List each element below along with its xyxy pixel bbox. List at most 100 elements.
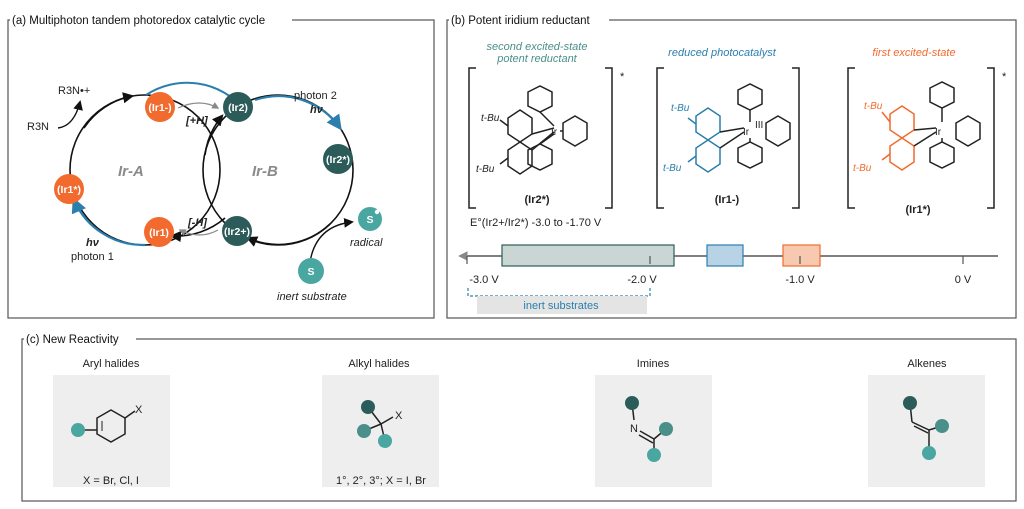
substituent-teal xyxy=(922,446,936,460)
amine-label: R3N xyxy=(27,121,49,133)
complex-ir1-minus-oxidation: III xyxy=(755,120,763,131)
tick-label: -1.0 V xyxy=(785,274,815,286)
complex-ir1-star-star: * xyxy=(1002,71,1007,83)
node-ir1-star: (Ir1*) xyxy=(54,174,84,204)
amine-radical-label: R3N•+ xyxy=(58,85,90,97)
bracket-right xyxy=(792,67,800,209)
reactivity-atom: X xyxy=(395,410,403,422)
bracket-right xyxy=(605,67,613,209)
cycle-b-left-arrow xyxy=(204,114,224,156)
substituent-dark xyxy=(903,396,917,410)
photon1-label: photon 1 xyxy=(71,251,114,263)
complex-ir1-minus-label: (Ir1-) xyxy=(715,194,740,206)
complex-ir2-star-tbu-top: t-Bu xyxy=(481,113,500,124)
reactivity-name: Alkenes xyxy=(907,358,947,370)
reactivity-atom: N xyxy=(630,423,638,435)
range-ir1-star xyxy=(782,244,821,267)
reactivity-note: 1°, 2°, 3°; X = I, Br xyxy=(336,475,426,487)
substituent-dark xyxy=(361,400,375,414)
substrate-node: S xyxy=(298,258,324,284)
complex-ir1-star-label: (Ir1*) xyxy=(905,204,930,216)
plus-h-arrow xyxy=(177,102,220,109)
complex-ir1-minus-metal: Ir xyxy=(743,127,750,138)
complex-ir2-star-metal: Ir xyxy=(551,127,558,138)
panel-a-title: (a) Multiphoton tandem photoredox cataly… xyxy=(12,15,265,27)
inert-range-label: inert substrates xyxy=(523,300,599,312)
tick-label: -3.0 V xyxy=(469,274,499,286)
complex-ir2-star-caption-2: potent reductant xyxy=(496,53,577,65)
photon2-arrow xyxy=(254,95,342,131)
panel-b: (b) Potent iridium reductant second exci… xyxy=(446,12,1017,319)
radical-label: radical xyxy=(350,237,383,249)
bracket-left xyxy=(847,67,855,209)
complex-ir2-star-caption-1: second excited-state xyxy=(487,41,588,53)
complex-ir2-star-label: (Ir2*) xyxy=(524,194,549,206)
bracket-left xyxy=(656,67,664,209)
photon2-hv: hν xyxy=(310,104,324,116)
tick-label: 0 V xyxy=(955,274,972,286)
tick-label: -2.0 V xyxy=(627,274,657,286)
substrate-reduction-arrow xyxy=(309,217,354,263)
panel-b-title-bg xyxy=(449,12,609,28)
svg-text:(Ir1): (Ir1) xyxy=(149,227,169,239)
node-ir2: (Ir2) xyxy=(223,92,253,122)
range-ir2-star xyxy=(501,244,675,267)
node-ir1: (Ir1) xyxy=(144,217,174,247)
panel-c-border xyxy=(21,338,1017,502)
complex-ir1-star-caption: first excited-state xyxy=(872,47,955,59)
complex-ir2-star-tbu-bottom: t-Bu xyxy=(476,164,495,175)
panel-c-title-bg xyxy=(24,331,136,347)
reactivity-alkenes: Alkenes xyxy=(868,358,985,487)
minus-h-label: [-H] xyxy=(187,217,207,229)
cycle-a-top-arrow xyxy=(83,92,135,129)
reactivity-imines: Imines N xyxy=(595,358,712,487)
svg-text:S: S xyxy=(366,214,373,226)
reactivity-alkyl-halides: Alkyl halides X 1°, 2°, 3°; X = I, Br xyxy=(322,358,439,487)
reactivity-box xyxy=(322,375,439,487)
substituent-teal xyxy=(647,448,661,462)
reactivity-note: X = Br, Cl, I xyxy=(83,475,139,487)
complex-ir1-minus: reduced photocatalyst t-Bu t-Bu Ir III (… xyxy=(656,47,800,209)
potential-text: E°(Ir2+/Ir2*) -3.0 to -1.70 V xyxy=(470,217,602,229)
bracket-left xyxy=(468,67,476,209)
panel-c-title: (c) New Reactivity xyxy=(26,334,119,346)
svg-text:(Ir1-): (Ir1-) xyxy=(148,102,171,114)
plus-h-label: [+H] xyxy=(185,115,208,127)
substituent-dark xyxy=(625,396,639,410)
substituent-teal xyxy=(378,434,392,448)
complex-ir1-star-tbu-top: t-Bu xyxy=(864,101,883,112)
panel-b-border xyxy=(446,19,1017,319)
minus-h-arrow xyxy=(178,229,219,236)
inert-range-bracket xyxy=(467,288,651,297)
range-ir1-minus xyxy=(706,244,744,267)
panel-a: (a) Multiphoton tandem photoredox cataly… xyxy=(7,12,435,319)
reactivity-box xyxy=(53,375,170,487)
panel-b-title: (b) Potent iridium reductant xyxy=(451,15,591,27)
reactivity-name: Alkyl halides xyxy=(348,358,410,370)
photon1-arrow xyxy=(71,197,146,247)
panel-a-title-bg xyxy=(10,12,292,28)
complex-ir2-star: second excited-state potent reductant * … xyxy=(468,41,625,209)
node-ir2-plus: (Ir2+) xyxy=(222,216,252,246)
node-ir2-star: (Ir2*) xyxy=(323,144,353,174)
photon1-hv: hν xyxy=(86,237,100,249)
cycle-b-bottom-arrow xyxy=(245,223,331,247)
inert-range-bg xyxy=(477,296,647,314)
complex-ir1-star: first excited-state * t-Bu t-Bu Ir (Ir1*… xyxy=(847,47,1007,216)
substituent-mid xyxy=(659,422,673,436)
panel-a-border xyxy=(7,19,435,319)
complex-ir1-star-tbu-bottom: t-Bu xyxy=(853,163,872,174)
complex-ir1-minus-caption: reduced photocatalyst xyxy=(668,47,777,59)
reactivity-box xyxy=(868,375,985,487)
bracket-right xyxy=(987,67,995,209)
reactivity-box xyxy=(595,375,712,487)
substituent-teal xyxy=(71,423,85,437)
svg-text:(Ir2*): (Ir2*) xyxy=(326,154,350,166)
complex-ir1-star-metal: Ir xyxy=(935,127,942,138)
complex-ir1-minus-tbu-top: t-Bu xyxy=(671,103,690,114)
radical-node: S xyxy=(358,207,382,231)
reactivity-name: Aryl halides xyxy=(83,358,140,370)
cycle-a-bottom-arrow xyxy=(169,217,226,243)
node-ir1-minus: (Ir1-) xyxy=(145,92,175,122)
complex-ir1-minus-tbu-bottom: t-Bu xyxy=(663,163,682,174)
